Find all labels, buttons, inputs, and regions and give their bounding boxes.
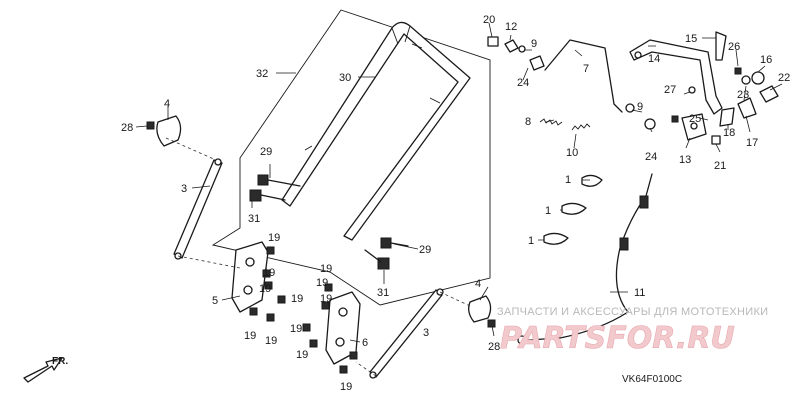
handle-assembly-outline <box>211 9 491 306</box>
callout-11: 11 <box>634 287 645 299</box>
callout-21: 21 <box>714 160 726 172</box>
callout-3-left: 3 <box>181 183 187 195</box>
lower-bracket-right <box>302 283 361 374</box>
callout-24-mid: 24 <box>645 151 657 163</box>
handle-rod-right <box>369 288 444 379</box>
callout-26: 26 <box>728 41 740 53</box>
callout-19-e: 19 <box>244 330 256 342</box>
callout-23: 23 <box>737 89 749 101</box>
callout-19-b: 19 <box>263 267 275 279</box>
upper-handle <box>281 21 471 241</box>
spring-8 <box>539 118 563 126</box>
callout-30: 30 <box>339 72 351 84</box>
install-line-right <box>355 291 471 377</box>
callout-28-right: 28 <box>488 341 500 353</box>
handle-rod-left <box>173 158 223 260</box>
callout-25: 25 <box>689 113 701 125</box>
callout-5: 5 <box>212 295 218 307</box>
callout-28-left: 28 <box>121 122 133 134</box>
callout-18: 18 <box>723 127 735 139</box>
spring-10 <box>571 123 591 131</box>
diagram-code: VK64F0100C <box>622 374 682 385</box>
callout-8: 8 <box>525 116 531 128</box>
handle-knob-right <box>468 295 496 328</box>
callout-19-h: 19 <box>320 293 332 305</box>
callout-31-right: 31 <box>377 287 389 299</box>
watermark-logo: PARTSFOR.RU <box>500 321 735 356</box>
callout-19-f: 19 <box>265 335 277 347</box>
callout-19-d: 19 <box>291 293 303 305</box>
callout-19-g: 19 <box>320 263 332 275</box>
callouts: 4 28 3 5 6 32 30 29 31 29 31 19 19 19 19… <box>121 14 790 393</box>
cable-clips <box>543 174 603 245</box>
cable-bracket <box>625 103 707 141</box>
callout-15: 15 <box>685 33 697 45</box>
handle-bolt-left <box>249 174 301 202</box>
callout-29-right: 29 <box>419 244 431 256</box>
callout-10: 10 <box>566 147 578 159</box>
callout-9-top: 9 <box>531 38 537 50</box>
front-label: FR. <box>52 356 68 367</box>
front-direction-marker: FR. <box>23 356 68 383</box>
install-line-left <box>165 137 241 269</box>
callout-7: 7 <box>583 63 589 75</box>
callout-1-a: 1 <box>565 174 571 186</box>
callout-22: 22 <box>778 72 790 84</box>
callout-29-left: 29 <box>260 146 272 158</box>
right-hardware <box>688 67 779 145</box>
callout-12: 12 <box>505 21 517 33</box>
callout-6: 6 <box>362 337 368 349</box>
throttle-cable <box>517 173 653 345</box>
callout-1-c: 1 <box>528 235 534 247</box>
callout-19-a: 19 <box>268 232 280 244</box>
callout-19-k: 19 <box>340 381 352 393</box>
callout-13: 13 <box>679 154 691 166</box>
watermark: ЗАПЧАСТИ И АКСЕССУАРЫ ДЛЯ МОТОТЕХНИКИ PA… <box>497 306 768 356</box>
callout-31-left: 31 <box>248 213 260 225</box>
lower-bracket-left <box>231 241 286 322</box>
callout-19-c: 19 <box>259 283 271 295</box>
handle-knob-left <box>146 115 182 147</box>
callout-16: 16 <box>760 54 772 66</box>
callout-3-right: 3 <box>423 327 429 339</box>
handle-bolt-right <box>364 237 409 270</box>
throttle-rod <box>544 39 623 113</box>
callout-19-i: 19 <box>290 323 302 335</box>
callout-24-top: 24 <box>517 77 529 89</box>
callout-19-l: 19 <box>316 277 328 289</box>
control-lever <box>629 31 727 115</box>
callout-4-left: 4 <box>164 98 170 110</box>
callout-27: 27 <box>664 84 676 96</box>
callout-9-mid: 9 <box>637 101 643 113</box>
small-parts-top <box>487 36 545 71</box>
callout-19-j: 19 <box>296 349 308 361</box>
callout-4-right: 4 <box>475 278 481 290</box>
callout-32: 32 <box>256 68 268 80</box>
callout-14: 14 <box>648 53 660 65</box>
leader-lines <box>135 22 783 343</box>
callout-1-b: 1 <box>545 205 551 217</box>
callout-17: 17 <box>746 137 758 149</box>
watermark-text: ЗАПЧАСТИ И АКСЕССУАРЫ ДЛЯ МОТОТЕХНИКИ <box>497 306 768 318</box>
callout-20: 20 <box>483 14 495 26</box>
